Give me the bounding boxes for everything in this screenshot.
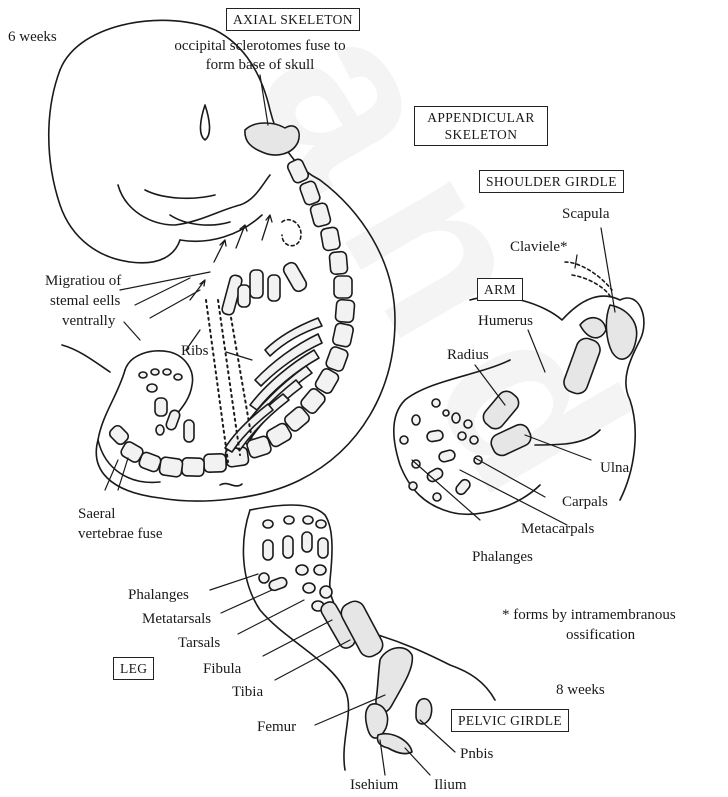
scapula-label: Scapula: [562, 205, 609, 223]
foot-phalanges-label: Phalanges: [128, 586, 189, 604]
arm-box: ARM: [477, 278, 523, 301]
femur-bone: [376, 648, 412, 713]
shoulder-girdle-box: SHOULDER GIRDLE: [479, 170, 624, 193]
embryo-ear: [200, 105, 209, 140]
fibula-label: Fibula: [203, 660, 241, 678]
embryo-upper-limb-bud: [62, 345, 110, 372]
leg-box: LEG: [113, 657, 154, 680]
ulna-label: Ulna: [600, 459, 629, 477]
hind-bud-bones: [139, 369, 194, 442]
sacral-label-line1: Saeral: [78, 505, 115, 523]
embryo-neck: [180, 215, 262, 241]
ischium-label: Isehium: [350, 776, 398, 794]
embryo-face-outline: [49, 70, 180, 263]
thorax-elements: [221, 261, 309, 316]
humerus-bone: [561, 336, 603, 397]
metatarsals: [263, 532, 328, 592]
humerus-label: Humerus: [478, 312, 533, 330]
metatarsals-label: Metatarsals: [142, 610, 211, 628]
embryo-jaw-outline: [118, 175, 270, 225]
pelvic-girdle-box: PELVIC GIRDLE: [451, 709, 569, 732]
occipital-label-line2: form base of skull: [150, 56, 370, 74]
embryo-mouth: [145, 190, 230, 225]
migration-label-line1: Migratiou of: [45, 272, 121, 290]
appendicular-skeleton-box: APPENDICULAR SKELETON: [414, 106, 548, 146]
carpals: [452, 413, 482, 464]
stage-6-weeks: 6 weeks: [8, 28, 57, 46]
metacarpals-label: Metacarpals: [521, 520, 594, 538]
tarsals-label: Tarsals: [178, 634, 220, 652]
radius-label: Radius: [447, 346, 489, 364]
tibia-label: Tibia: [232, 683, 263, 701]
scapula-bone: [606, 305, 636, 359]
pubis-label: Pnbis: [460, 745, 493, 763]
clavicle-label: Claviele*: [510, 238, 567, 256]
ribs-label: Ribs: [181, 342, 209, 360]
footnote-line1: * forms by intramembranous: [502, 606, 676, 624]
ilium-label: Ilium: [434, 776, 467, 794]
migration-label-line3: ventrally: [62, 312, 115, 330]
pubis-bone: [416, 699, 432, 724]
appendicular-line1: APPENDICULAR: [421, 109, 541, 126]
clavicle-dotted: [565, 262, 612, 296]
carpals-label: Carpals: [562, 493, 608, 511]
forelimb-dotted: [282, 220, 301, 246]
hand-phalanges-label: Phalanges: [472, 548, 533, 566]
occipital-bone: [245, 123, 299, 155]
appendicular-line2: SKELETON: [421, 126, 541, 143]
sacral-label-line2: vertebrae fuse: [78, 525, 163, 543]
footnote-line2: ossification: [566, 626, 635, 644]
occipital-label-line1: occipital sclerotomes fuse to: [150, 37, 370, 55]
axial-skeleton-box: AXIAL SKELETON: [226, 8, 360, 31]
femur-label: Femur: [257, 718, 296, 736]
migration-label-line2: stemal eells: [50, 292, 120, 310]
stage-8-weeks: 8 weeks: [556, 681, 605, 699]
embryo-signature: [220, 484, 242, 486]
humerus-head: [580, 318, 606, 338]
